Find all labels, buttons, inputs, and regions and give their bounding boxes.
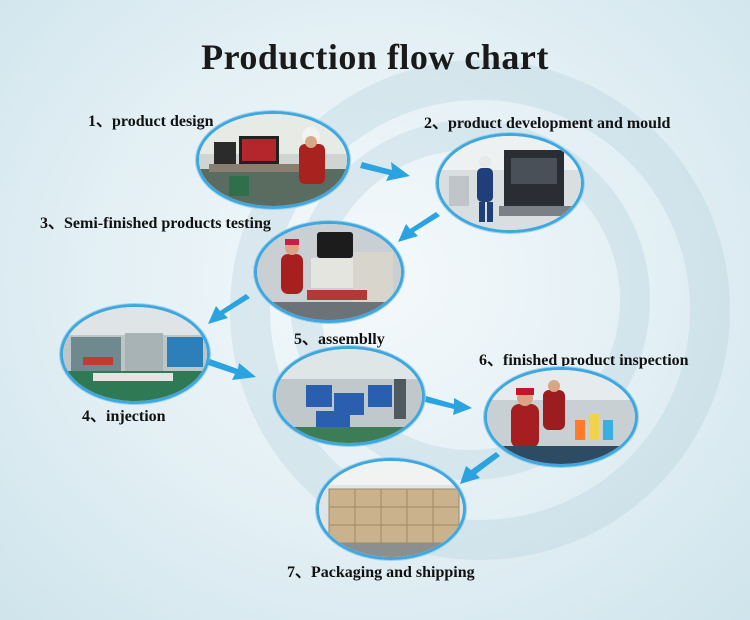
- page-title: Production flow chart: [201, 37, 549, 77]
- flow-arrow-5-6: [425, 396, 472, 415]
- step-5-photo: [273, 346, 425, 446]
- step-4-photo: [60, 304, 210, 404]
- step-2-label: 2、product development and mould: [424, 115, 671, 132]
- flow-arrow-6-7: [460, 452, 500, 484]
- step-3-photo: [254, 221, 404, 323]
- step-1-label: 1、product design: [88, 113, 214, 130]
- step-4-label: 4、injection: [82, 408, 166, 425]
- step-6-photo: [484, 367, 638, 467]
- step-3-label: 3、Semi-finished products testing: [40, 215, 271, 232]
- step-7-label: 7、Packaging and shipping: [287, 564, 475, 581]
- step-7-photo: [316, 458, 466, 560]
- step-1-photo: [196, 111, 350, 209]
- flow-arrow-1-2: [360, 162, 410, 181]
- step-5-label: 5、assemblly: [294, 331, 385, 348]
- flow-arrow-2-3: [398, 212, 440, 242]
- flow-arrow-4-5: [208, 359, 256, 380]
- step-2-photo: [436, 133, 584, 233]
- flow-arrow-3-4: [208, 294, 250, 324]
- step-6-label: 6、finished product inspection: [479, 352, 689, 369]
